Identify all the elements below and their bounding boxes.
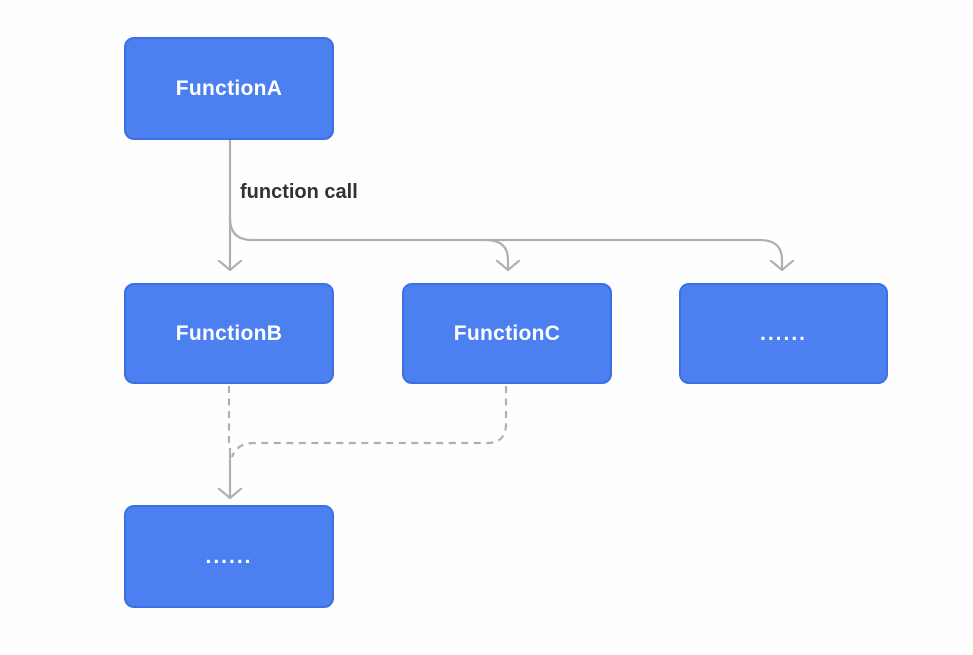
node-ellipsis-right: ...... bbox=[679, 283, 888, 384]
node-function-a: FunctionA bbox=[124, 37, 334, 140]
node-function-c-label: FunctionC bbox=[453, 321, 561, 345]
node-function-a-label: FunctionA bbox=[175, 76, 283, 100]
edge-functiona-to-ellipsis-right bbox=[228, 217, 782, 270]
edge-label-function-call: function call bbox=[240, 181, 358, 203]
node-ellipsis-bottom: ...... bbox=[124, 505, 334, 608]
node-function-c: FunctionC bbox=[402, 283, 612, 384]
node-function-b-label: FunctionB bbox=[175, 321, 283, 345]
edge-functiona-to-functionc bbox=[485, 238, 508, 270]
edge-functionc-to-junction bbox=[230, 386, 508, 458]
node-function-b: FunctionB bbox=[124, 283, 334, 384]
node-ellipsis-right-label: ...... bbox=[759, 321, 807, 345]
node-ellipsis-bottom-label: ...... bbox=[205, 544, 253, 568]
